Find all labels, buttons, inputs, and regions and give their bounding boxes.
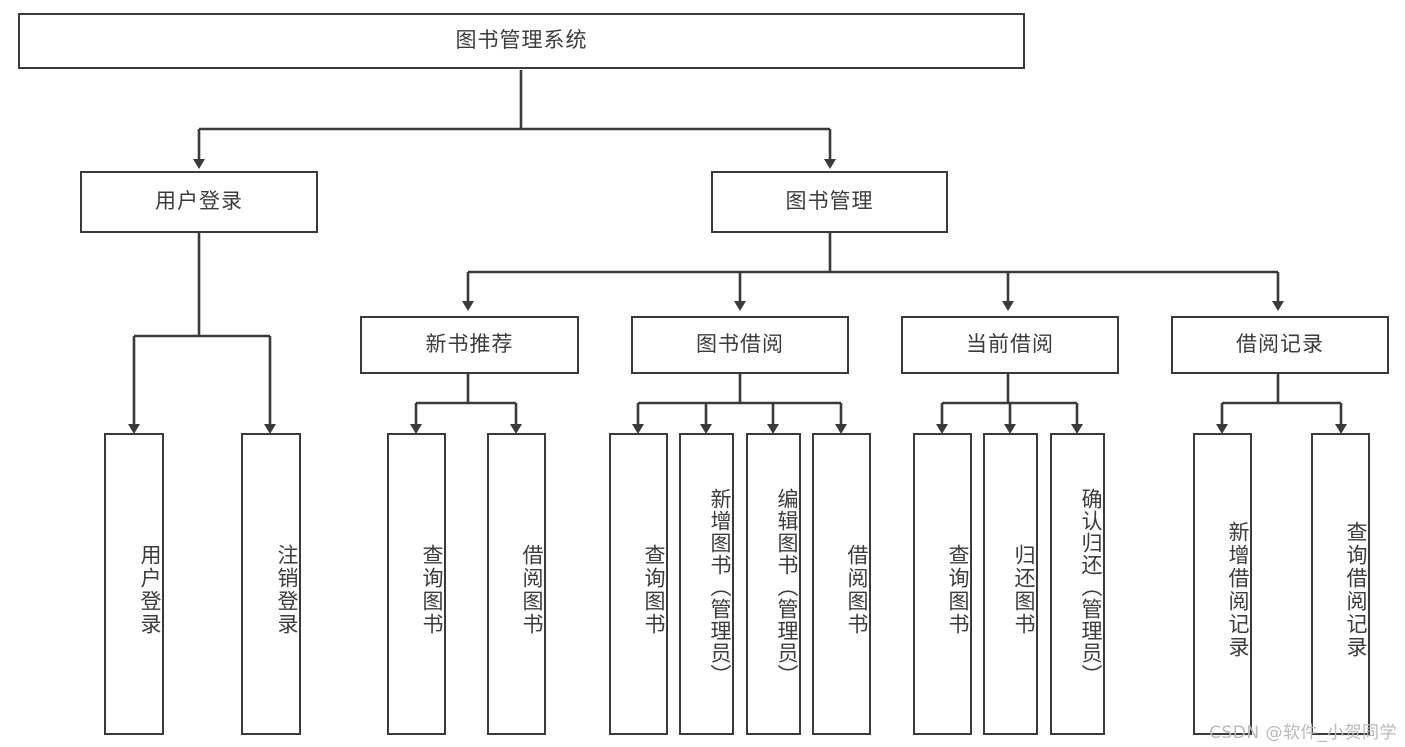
node-label: 编辑图书（管理员） xyxy=(775,488,799,686)
node-label: 借阅记录 xyxy=(1236,332,1324,357)
node-label: 图书借阅 xyxy=(696,332,784,357)
node-leaf-return-book[interactable]: 归还图书 xyxy=(983,433,1038,735)
node-label: 查询图书 xyxy=(642,544,666,636)
node-label: 当前借阅 xyxy=(966,332,1054,357)
node-leaf-add-record[interactable]: 新增借阅记录 xyxy=(1193,433,1252,735)
node-label: 新增图书（管理员） xyxy=(708,488,732,686)
node-borrow-record[interactable]: 借阅记录 xyxy=(1171,316,1389,374)
node-leaf-query-record[interactable]: 查询借阅记录 xyxy=(1311,433,1370,735)
node-label: 确认归还（管理员） xyxy=(1079,488,1103,686)
node-label: 归还图书 xyxy=(1012,544,1036,636)
node-leaf-borrow-book-2[interactable]: 借阅图书 xyxy=(812,433,871,735)
node-label: 借阅图书 xyxy=(845,544,869,636)
node-label: 新增借阅记录 xyxy=(1226,521,1250,659)
node-current-borrow[interactable]: 当前借阅 xyxy=(901,316,1119,374)
node-leaf-logout[interactable]: 注销登录 xyxy=(241,433,301,735)
node-label: 用户登录 xyxy=(138,544,162,636)
node-label: 查询借阅记录 xyxy=(1344,521,1368,659)
node-leaf-edit-book[interactable]: 编辑图书（管理员） xyxy=(746,433,801,735)
node-label: 新书推荐 xyxy=(425,332,514,357)
node-root-system[interactable]: 图书管理系统 xyxy=(18,13,1025,69)
node-leaf-confirm-return[interactable]: 确认归还（管理员） xyxy=(1050,433,1105,735)
node-label: 图书管理 xyxy=(785,189,874,214)
node-leaf-add-book[interactable]: 新增图书（管理员） xyxy=(679,433,734,735)
node-label: 借阅图书 xyxy=(520,544,544,636)
node-label: 用户登录 xyxy=(155,189,243,214)
node-label: 图书管理系统 xyxy=(455,28,588,53)
node-leaf-query-book-2[interactable]: 查询图书 xyxy=(609,433,668,735)
csdn-watermark: CSDN @软件_小贺同学 xyxy=(1209,723,1397,743)
node-user-login[interactable]: 用户登录 xyxy=(80,171,318,233)
node-label: 注销登录 xyxy=(275,544,299,636)
node-leaf-query-book-3[interactable]: 查询图书 xyxy=(913,433,972,735)
node-leaf-user-login[interactable]: 用户登录 xyxy=(104,433,164,735)
node-leaf-borrow-book-1[interactable]: 借阅图书 xyxy=(487,433,546,735)
node-book-borrow[interactable]: 图书借阅 xyxy=(631,316,849,374)
node-book-manage[interactable]: 图书管理 xyxy=(711,171,948,233)
node-label: 查询图书 xyxy=(946,544,970,636)
node-new-book-recommend[interactable]: 新书推荐 xyxy=(360,316,579,374)
node-leaf-query-book-1[interactable]: 查询图书 xyxy=(387,433,446,735)
node-label: 查询图书 xyxy=(420,544,444,636)
